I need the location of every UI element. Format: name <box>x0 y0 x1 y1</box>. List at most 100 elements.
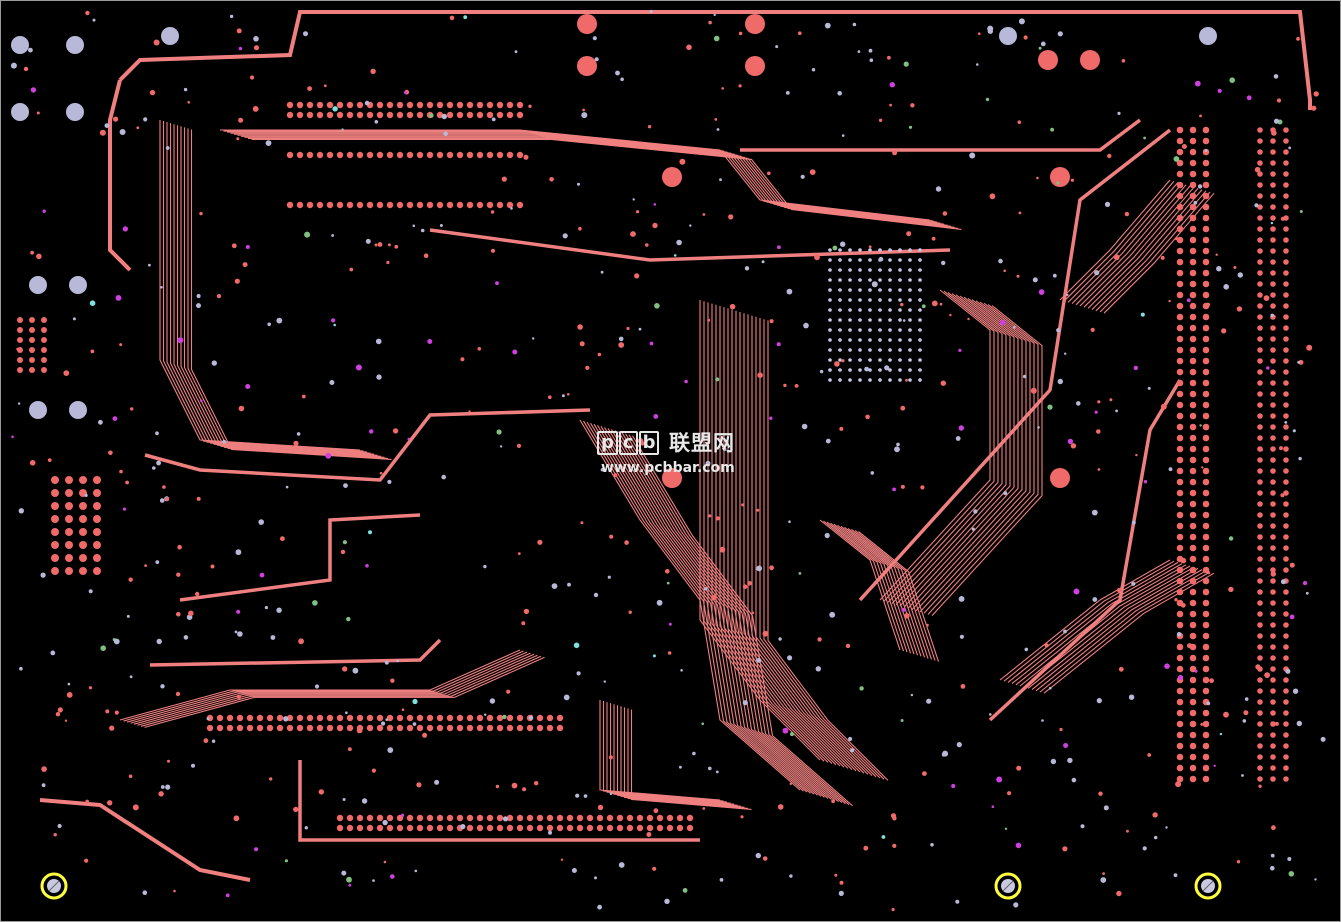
component-pad <box>516 111 524 119</box>
component-pad <box>1283 589 1289 595</box>
component-pad <box>236 724 244 732</box>
via-icon <box>298 638 304 645</box>
via-icon <box>331 318 336 323</box>
component-pad <box>1270 578 1276 584</box>
component-pad <box>1176 214 1184 222</box>
component-pad <box>1257 215 1263 221</box>
component-pad <box>1176 148 1184 156</box>
via-icon <box>1280 579 1286 585</box>
via-icon <box>624 540 629 545</box>
component-pad <box>1176 775 1184 783</box>
component-pad <box>556 714 564 722</box>
via-icon <box>303 31 308 37</box>
component-pad <box>436 714 444 722</box>
component-pad <box>1270 380 1276 386</box>
component-pad <box>1283 479 1289 485</box>
component-pad <box>416 824 424 832</box>
component-pad <box>1202 533 1210 541</box>
component-pad <box>1202 214 1210 222</box>
component-pad <box>1283 204 1289 210</box>
component-pad <box>1270 600 1276 606</box>
via-icon <box>834 361 840 367</box>
via-icon <box>532 337 535 340</box>
via-icon <box>777 804 784 810</box>
bga-pad <box>848 318 852 322</box>
bga-pad <box>918 358 922 362</box>
via-icon <box>926 698 932 704</box>
via-icon <box>551 583 558 589</box>
component-pad <box>296 101 304 109</box>
component-pad <box>1189 566 1197 574</box>
via-icon <box>578 226 582 231</box>
via-icon <box>342 540 347 545</box>
via-icon <box>523 154 529 160</box>
component-pad <box>536 814 544 822</box>
via-icon <box>1209 678 1214 684</box>
via-icon <box>1154 835 1158 840</box>
via-icon <box>1201 466 1204 469</box>
signal-trace <box>743 313 865 774</box>
component-pad <box>1270 666 1276 672</box>
component-pad <box>1202 126 1210 134</box>
component-pad <box>1176 335 1184 343</box>
large-pad <box>745 14 765 34</box>
signal-trace <box>220 129 931 221</box>
bga-pad <box>858 318 862 322</box>
component-pad <box>1283 259 1289 265</box>
via-icon <box>36 111 40 115</box>
component-pad <box>1270 149 1276 155</box>
signal-trace <box>1067 182 1179 303</box>
via-icon <box>1289 562 1295 568</box>
via-icon <box>1280 493 1285 498</box>
bga-pad <box>898 248 902 252</box>
component-pad <box>1189 555 1197 563</box>
component-pad <box>616 824 624 832</box>
signal-trace <box>1063 180 1175 302</box>
bga-pad <box>838 298 842 302</box>
via-icon <box>783 383 787 388</box>
component-pad <box>1176 280 1184 288</box>
via-icon <box>1258 784 1262 788</box>
via-icon <box>1062 846 1068 852</box>
via-icon <box>340 549 346 555</box>
via-icon <box>577 182 580 186</box>
component-pad <box>326 714 334 722</box>
via-icon <box>593 592 599 598</box>
bga-pad <box>918 268 922 272</box>
component-pad <box>516 814 524 822</box>
component-pad <box>436 201 444 209</box>
bga-pad <box>868 368 872 372</box>
via-icon <box>985 97 990 102</box>
via-icon <box>931 236 936 241</box>
component-pad <box>296 724 304 732</box>
component-pad <box>1176 368 1184 376</box>
signal-trace <box>833 523 915 655</box>
via-icon <box>1266 366 1270 370</box>
component-pad <box>1176 720 1184 728</box>
via-icon <box>894 446 900 453</box>
via-icon <box>852 22 857 27</box>
via-icon <box>1243 710 1249 716</box>
via-icon <box>142 890 148 895</box>
via-icon <box>1038 46 1042 50</box>
component-pad <box>366 814 374 822</box>
power-plane-strip <box>149 638 442 667</box>
component-pad <box>1176 159 1184 167</box>
via-icon <box>1217 88 1222 93</box>
via-icon <box>1056 181 1060 185</box>
via-icon <box>645 243 649 247</box>
component-pad <box>356 714 364 722</box>
bga-pad <box>918 338 922 342</box>
bga-pad <box>858 378 862 382</box>
via-icon <box>1003 269 1006 273</box>
via-icon <box>1094 410 1098 414</box>
component-pad <box>1270 325 1276 331</box>
component-pad <box>1202 280 1210 288</box>
component-pad <box>1257 688 1263 694</box>
component-pad <box>1257 578 1263 584</box>
mounting-hole-ring <box>994 872 1022 900</box>
component-pad <box>1176 588 1184 596</box>
via-icon <box>28 47 33 53</box>
